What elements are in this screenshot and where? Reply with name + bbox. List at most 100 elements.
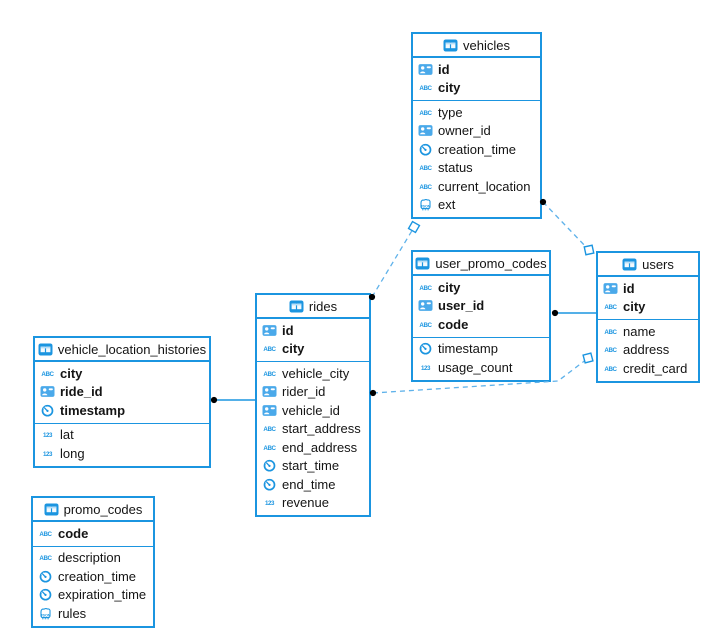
table-title: vehicles — [463, 37, 510, 53]
svg-text:ABC: ABC — [263, 445, 276, 452]
cardinality-diamond — [582, 352, 594, 364]
column-name: timestamp — [438, 341, 498, 357]
column-row-name[interactable]: ABC name — [598, 322, 698, 341]
column-name: revenue — [282, 495, 329, 511]
svg-text:123: 123 — [43, 451, 53, 458]
column-row-timestamp[interactable]: timestamp — [35, 401, 209, 420]
column-name: timestamp — [60, 402, 126, 418]
svg-text:ABC: ABC — [39, 555, 52, 562]
column-row-rider_id[interactable]: rider_id — [257, 383, 369, 402]
relationship-line — [371, 228, 414, 298]
table-title: rides — [308, 298, 338, 314]
column-row-id[interactable]: id — [413, 60, 540, 79]
svg-text:ABC: ABC — [419, 184, 432, 191]
json-icon: JSON — [418, 198, 433, 211]
abc-icon: ABC — [418, 161, 433, 174]
abc-icon: ABC — [262, 342, 277, 355]
column-row-code[interactable]: ABC code — [33, 524, 153, 543]
column-name: city — [438, 80, 461, 96]
column-name: code — [58, 525, 89, 541]
cardinality-diamond — [407, 220, 421, 234]
column-row-vehicle_id[interactable]: vehicle_id — [257, 401, 369, 420]
column-row-creation_time[interactable]: creation_time — [33, 567, 153, 586]
column-row-creation_time[interactable]: creation_time — [413, 140, 540, 159]
column-row-user_id[interactable]: user_id — [413, 297, 549, 316]
column-row-end_time[interactable]: end_time — [257, 475, 369, 494]
column-row-id[interactable]: id — [598, 279, 698, 298]
column-row-ride_id[interactable]: ride_id — [35, 383, 209, 402]
svg-text:ABC: ABC — [263, 371, 276, 378]
table-header[interactable]: promo_codes — [33, 498, 153, 522]
table-icon — [415, 257, 430, 270]
column-name: rider_id — [282, 384, 326, 400]
column-name: name — [623, 323, 656, 339]
column-row-timestamp[interactable]: timestamp — [413, 340, 549, 359]
abc-icon: ABC — [38, 527, 53, 540]
table-header[interactable]: vehicle_location_histories — [35, 338, 209, 362]
column-name: vehicle_city — [282, 365, 350, 381]
column-row-start_time[interactable]: start_time — [257, 457, 369, 476]
column-name: user_id — [438, 298, 485, 314]
clock-icon — [38, 588, 53, 601]
column-row-owner_id[interactable]: owner_id — [413, 122, 540, 141]
column-row-vehicle_city[interactable]: ABC vehicle_city — [257, 364, 369, 383]
column-name: creation_time — [58, 568, 137, 584]
column-name: end_time — [282, 476, 336, 492]
svg-text:ABC: ABC — [419, 322, 432, 329]
svg-text:123: 123 — [265, 500, 275, 507]
id-icon — [40, 385, 55, 398]
table-header[interactable]: user_promo_codes — [413, 252, 549, 276]
relationship-line — [542, 201, 589, 250]
column-row-status[interactable]: ABC status — [413, 159, 540, 178]
json-icon: JSON — [38, 607, 53, 620]
column-name: id — [623, 280, 635, 296]
abc-icon: ABC — [418, 81, 433, 94]
table-header[interactable]: vehicles — [413, 34, 540, 58]
cardinality-diamond — [583, 244, 595, 256]
abc-icon: ABC — [603, 300, 618, 313]
column-row-city[interactable]: ABC city — [413, 79, 540, 98]
column-row-expiration_time[interactable]: expiration_time — [33, 586, 153, 605]
abc-icon: ABC — [418, 281, 433, 294]
column-name: status — [438, 160, 473, 176]
svg-text:ABC: ABC — [604, 329, 617, 336]
column-name: type — [438, 104, 463, 120]
column-row-id[interactable]: id — [257, 321, 369, 340]
abc-icon: ABC — [418, 180, 433, 193]
id-icon — [603, 282, 618, 295]
number-icon: 123 — [40, 428, 55, 441]
column-row-revenue[interactable]: 123 revenue — [257, 494, 369, 513]
table-header[interactable]: users — [598, 253, 698, 277]
svg-text:ABC: ABC — [39, 531, 52, 538]
id-icon — [262, 404, 277, 417]
table-header[interactable]: rides — [257, 295, 369, 319]
table-icon — [44, 503, 59, 516]
